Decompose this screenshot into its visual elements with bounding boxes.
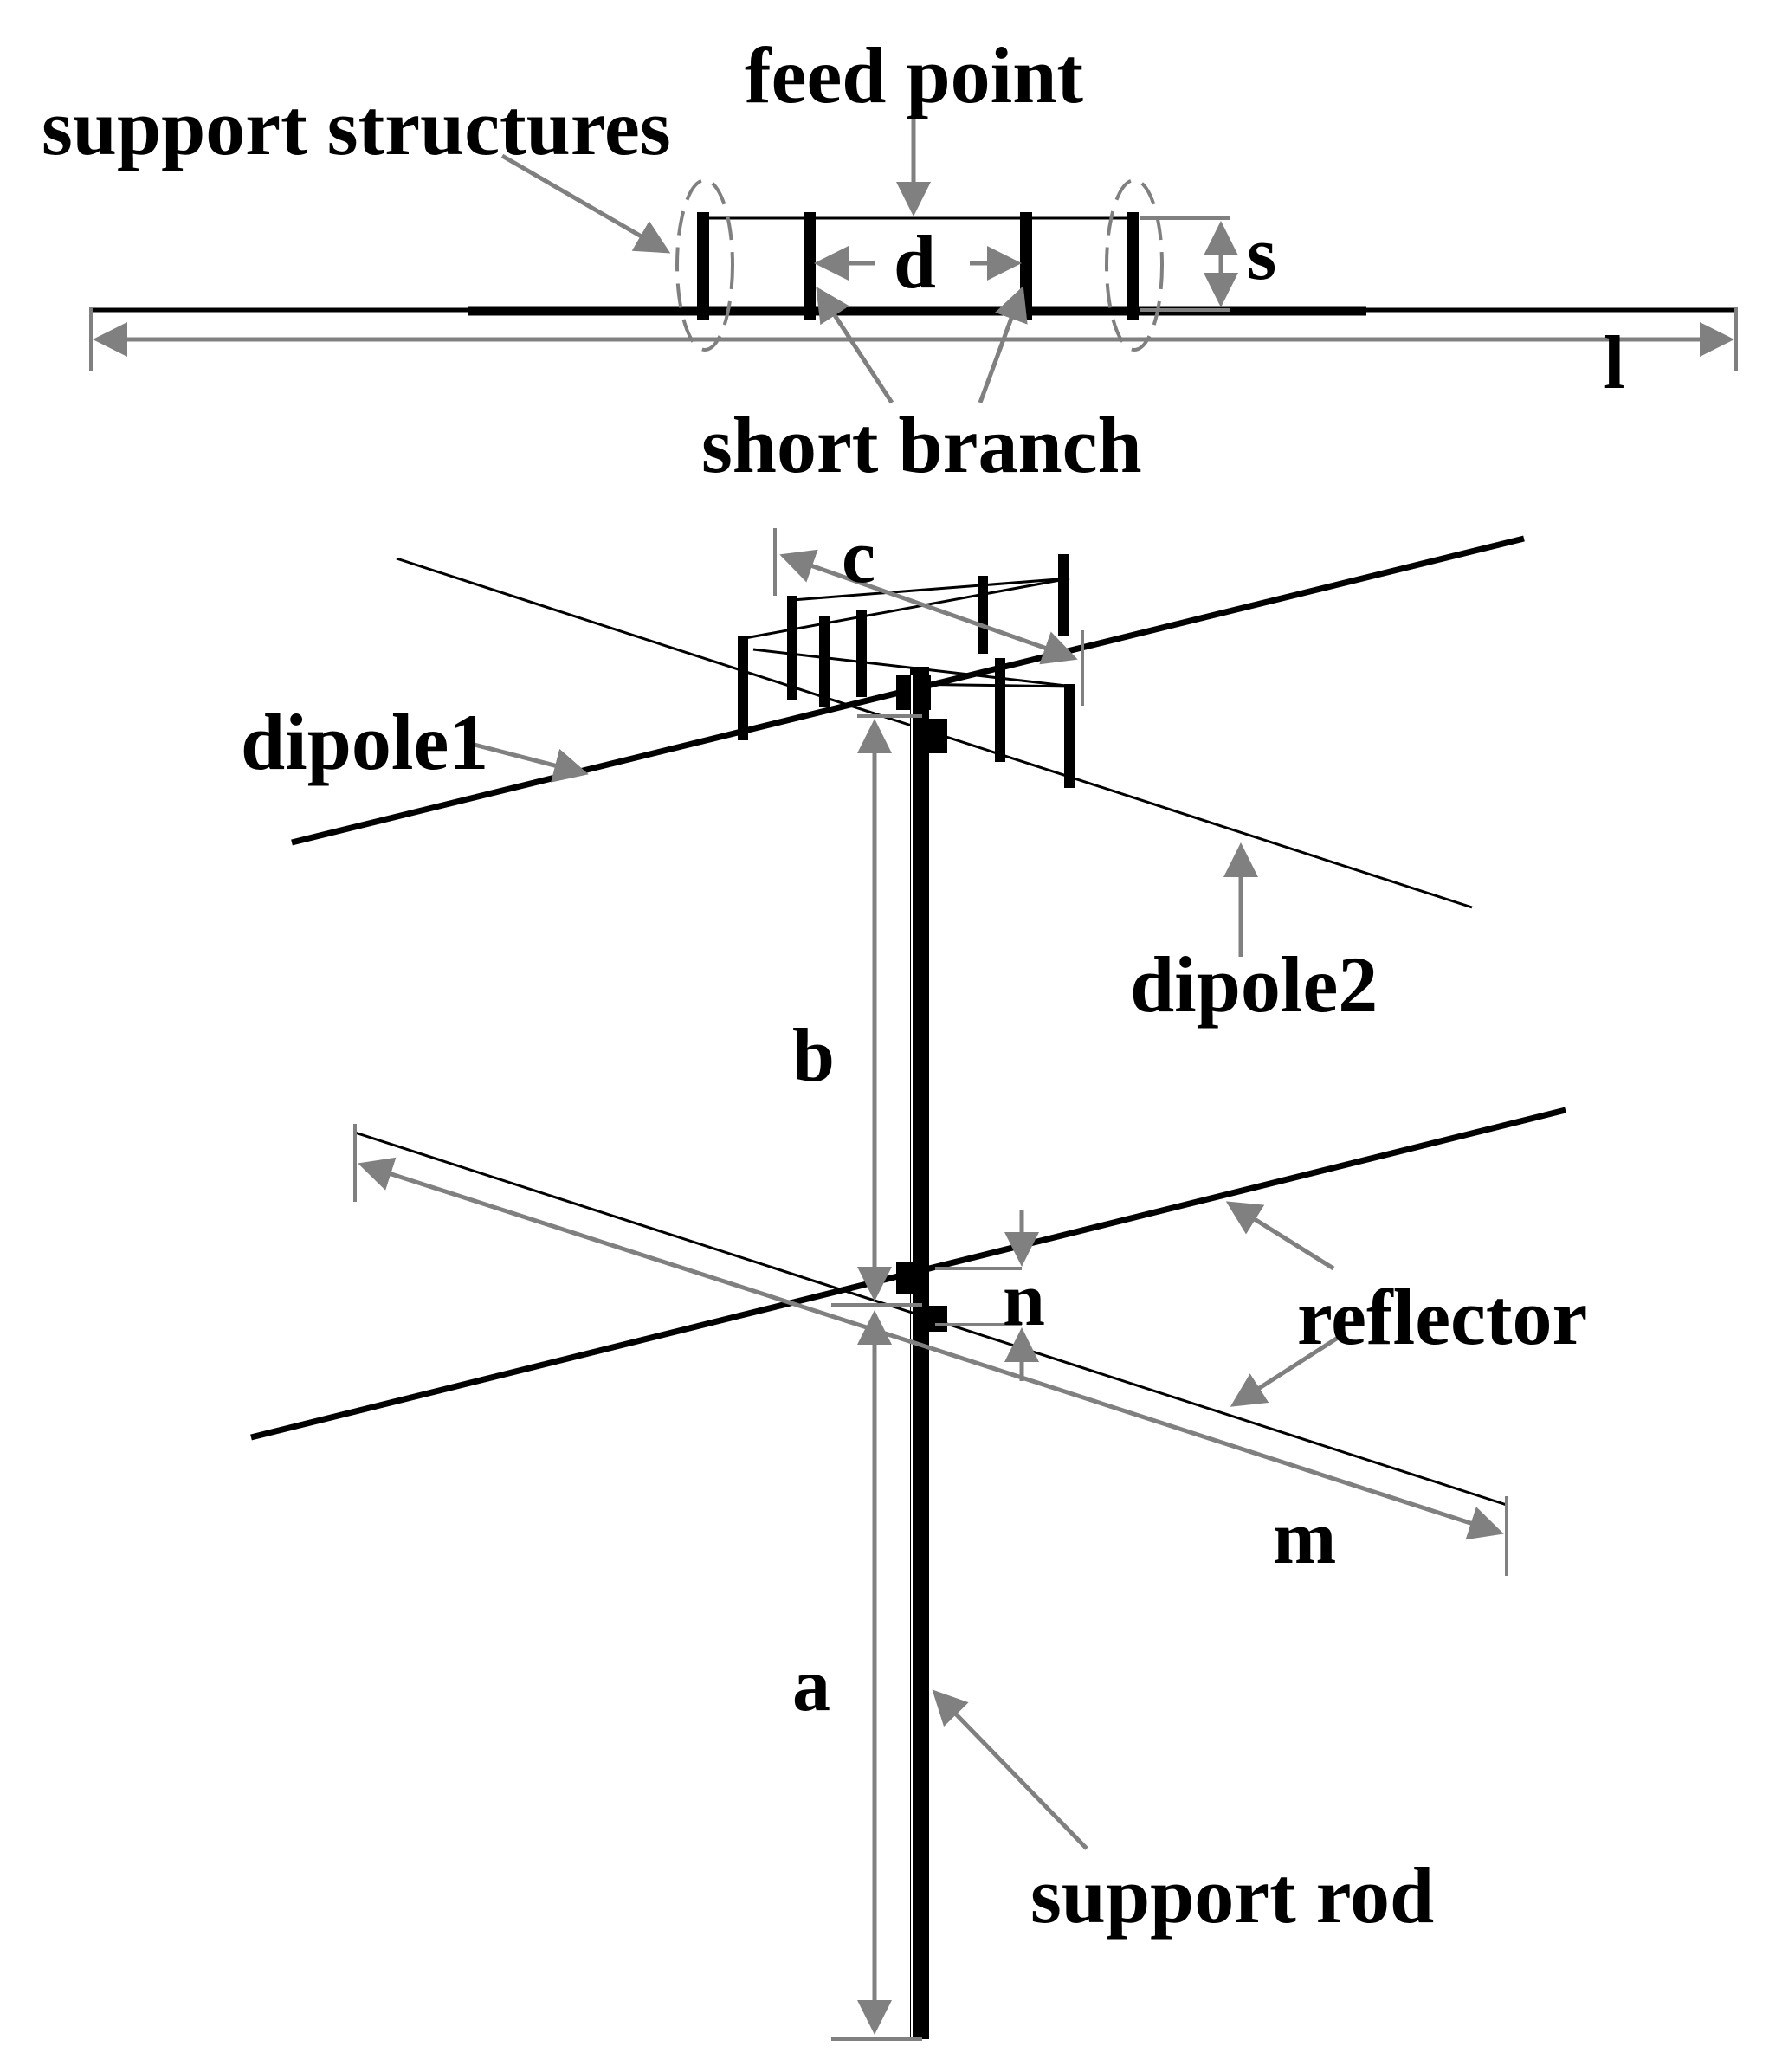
reflector-arrow-lower xyxy=(1230,1335,1340,1407)
reflector-hub xyxy=(896,1262,929,1294)
dim-l-label: l xyxy=(1604,321,1624,405)
dim-m-arrow-left xyxy=(358,1157,932,1351)
dim-c-arrow-left xyxy=(779,549,927,609)
reflector-arrow-upper xyxy=(1225,1201,1335,1271)
dim-m-label: m xyxy=(1273,1496,1336,1580)
dim-d-label: d xyxy=(894,221,936,305)
dim-c-arrow-right xyxy=(926,604,1078,665)
support-ellipse-left xyxy=(675,178,734,352)
support-rod-arrow xyxy=(932,1689,1088,1850)
support-rod-label: support rod xyxy=(1030,1851,1434,1940)
feed-connector xyxy=(928,719,947,753)
dipole2-label: dipole2 xyxy=(1130,940,1378,1029)
support-structures-arrow xyxy=(500,153,671,254)
support-structures-label: support structures xyxy=(42,83,671,171)
dipole1-arrow xyxy=(467,740,589,783)
feed-box-rail xyxy=(791,577,1070,602)
dim-c-label: c xyxy=(842,515,875,599)
dim-a-label: a xyxy=(792,1643,830,1727)
perspective-view: c dipole1 dipole2 b reflector n m a supp… xyxy=(241,515,1587,2041)
dim-b-label: b xyxy=(792,1014,835,1098)
dipole1-label: dipole1 xyxy=(241,698,488,786)
reflector-label: reflector xyxy=(1297,1273,1587,1361)
reflector-connector xyxy=(928,1306,947,1332)
dim-m-arrow-right xyxy=(930,1346,1504,1540)
feed-point-label: feed point xyxy=(745,31,1083,119)
top-view: support structures feed point d s l shor… xyxy=(42,31,1738,489)
short-branch-arrow-right xyxy=(978,286,1028,403)
short-branch-arrow-left xyxy=(816,286,894,404)
dim-s-label: s xyxy=(1247,212,1276,296)
dim-n-label: n xyxy=(1003,1258,1045,1342)
feed-structure xyxy=(738,554,1075,788)
short-branch-label: short branch xyxy=(701,401,1142,489)
support-ellipse-right xyxy=(1105,178,1164,352)
